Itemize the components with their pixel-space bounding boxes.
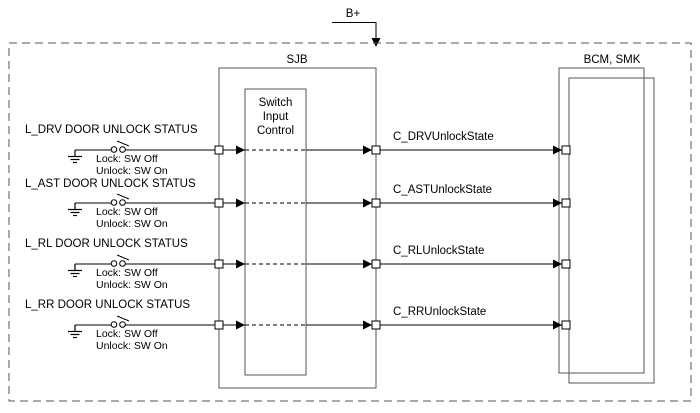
switch-input-control-block (244, 88, 307, 376)
note-unlock-rl: Unlock: SW On (96, 279, 168, 291)
module-bcm-smk: BCM, SMK (558, 54, 655, 384)
input-label-ast: L_AST DOOR UNLOCK STATUS (25, 178, 196, 190)
bcm-input-connector-rr (561, 320, 571, 330)
module-sjb: SJB Switch Input Control (218, 54, 377, 389)
input-row-ast: L_AST DOOR UNLOCK STATUS Lock: SW Off Un… (25, 178, 571, 230)
signal-label-ast: C_ASTUnlockState (393, 184, 492, 196)
switch-input-control-line-3: Control (257, 125, 294, 137)
input-row-rl: L_RL DOOR UNLOCK STATUS Lock: SW Off Unl… (25, 238, 571, 291)
bcm-outline (568, 77, 655, 384)
vehicle-enclosure-boundary (8, 42, 692, 402)
switch-input-control-line-2: Input (263, 111, 289, 123)
input-label-drv: L_DRV DOOR UNLOCK STATUS (25, 124, 198, 136)
switch-pole-ast (110, 199, 118, 206)
sjb-output-arrow-rl (363, 259, 372, 269)
switch-pole-rr (110, 321, 118, 328)
switch-pole-rl (110, 260, 118, 267)
note-lock-ast: Lock: SW Off (96, 206, 158, 218)
sjb-label: SJB (286, 54, 307, 66)
sjb-input-arrow-drv (236, 145, 245, 155)
switch-input-control-line-1: Switch (259, 97, 293, 109)
signal-label-drv: C_DRVUnlockState (393, 131, 494, 143)
ground-symbol-rr (68, 325, 82, 339)
bcm-input-connector-rl (561, 259, 571, 269)
ground-symbol-ast (68, 203, 82, 217)
signal-label-rr: C_RRUnlockState (393, 306, 486, 318)
bcm-input-arrow-drv (553, 145, 562, 155)
sjb-output-connector-rl (371, 259, 381, 269)
bcm-input-arrow-rl (553, 259, 562, 269)
note-lock-drv: Lock: SW Off (96, 153, 158, 165)
note-lock-rr: Lock: SW Off (96, 328, 158, 340)
sjb-input-arrow-rr (236, 320, 245, 330)
sjb-output-arrow-rr (363, 320, 372, 330)
b-plus-label: B+ (346, 8, 361, 20)
sjb-input-connector-rr (214, 320, 224, 330)
sjb-output-connector-drv (371, 145, 381, 155)
power-supply-feed: B+ (332, 8, 381, 47)
signal-label-rl: C_RLUnlockState (393, 245, 484, 257)
sjb-input-connector-rl (214, 259, 224, 269)
sjb-output-arrow-drv (363, 145, 372, 155)
note-unlock-rr: Unlock: SW On (96, 340, 168, 352)
sjb-output-arrow-ast (363, 198, 372, 208)
bcm-input-connector-ast (561, 198, 571, 208)
note-lock-rl: Lock: SW Off (96, 267, 158, 279)
switch-throw-ast (119, 199, 126, 206)
switch-throw-drv (119, 146, 126, 153)
sjb-input-connector-drv (214, 145, 224, 155)
switch-throw-rl (119, 260, 126, 267)
sjb-output-connector-rr (371, 320, 381, 330)
note-unlock-drv: Unlock: SW On (96, 165, 168, 177)
sjb-input-connector-ast (214, 198, 224, 208)
switch-pole-drv (110, 146, 118, 153)
input-label-rr: L_RR DOOR UNLOCK STATUS (25, 299, 190, 311)
sjb-input-arrow-rl (236, 259, 245, 269)
ground-symbol-rl (68, 264, 82, 278)
note-unlock-ast: Unlock: SW On (96, 218, 168, 230)
switch-throw-rr (119, 321, 126, 328)
smk-outline (558, 67, 645, 374)
sjb-input-arrow-ast (236, 198, 245, 208)
ground-symbol-drv (68, 150, 82, 164)
input-label-rl: L_RL DOOR UNLOCK STATUS (25, 238, 188, 250)
input-row-drv: L_DRV DOOR UNLOCK STATUS Lock: SW Off Un… (25, 124, 571, 177)
bcm-input-arrow-rr (553, 320, 562, 330)
sjb-outline (218, 67, 377, 389)
sjb-output-connector-ast (371, 198, 381, 208)
bcm-smk-label: BCM, SMK (584, 54, 641, 66)
bcm-input-connector-drv (561, 145, 571, 155)
input-row-rr: L_RR DOOR UNLOCK STATUS Lock: SW Off Unl… (25, 299, 571, 352)
bcm-input-arrow-ast (553, 198, 562, 208)
